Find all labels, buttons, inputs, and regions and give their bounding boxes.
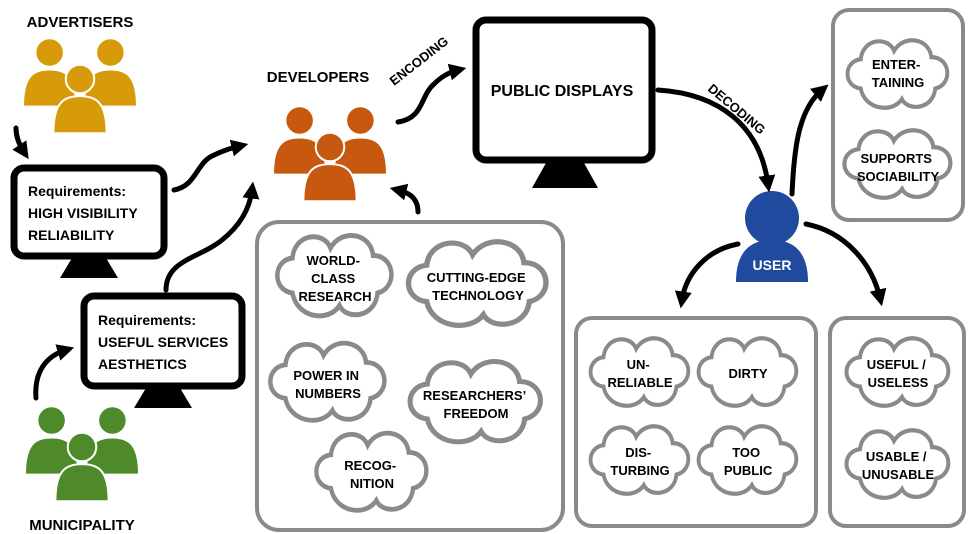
cloud-usable-unusable: USABLE / UNUSABLE [847, 430, 949, 498]
svg-text:RESEARCHERS’ FREEDOM: RESEARCHERS’ FREEDOM [423, 388, 529, 421]
advertisers-req-line: RELIABILITY [28, 227, 115, 243]
svg-text:USEFUL / USELESS: USEFUL / USELESS [867, 357, 930, 390]
municipality-req-line: USEFUL SERVICES [98, 334, 228, 350]
svg-text:UN- RELIABLE: UN- RELIABLE [608, 357, 673, 390]
cloud-useful-useless: USEFUL / USELESS [847, 338, 949, 406]
svg-text:TOO PUBLIC: TOO PUBLIC [724, 445, 773, 478]
values-to-developers-arrow [389, 183, 421, 215]
cloud-too-public: TOO PUBLIC [699, 426, 797, 494]
svg-text:USABLE / UNUSABLE: USABLE / UNUSABLE [862, 449, 935, 482]
cloud-supports-sociability: SUPPORTS SOCIABILITY [844, 130, 950, 198]
municipality-requirements-to-developers-arrow [163, 181, 260, 293]
svg-text:DIS- TURBING: DIS- TURBING [610, 445, 669, 478]
decoding-arrow [655, 87, 776, 193]
municipality-label: MUNICIPALITY [29, 517, 135, 534]
cloud-unreliable: UN- RELIABLE [591, 338, 689, 406]
user-to-positive-arrow [789, 84, 829, 197]
cloud-cutting-edge-technology: CUTTING-EDGE TECHNOLOGY [408, 242, 545, 326]
user-label: USER [753, 257, 792, 273]
developers-label: DEVELOPERS [267, 69, 370, 86]
advertisers-to-requirements-arrow [12, 125, 29, 160]
cloud-dirty: DIRTY [699, 338, 797, 406]
svg-text:RECOG- NITION: RECOG- NITION [344, 458, 400, 491]
municipality-req-line: AESTHETICS [98, 356, 187, 372]
cloud-world-class-research: WORLD- CLASS RESEARCH [277, 235, 391, 315]
cloud-researchers-freedom: RESEARCHERS’ FREEDOM [410, 361, 540, 441]
advertisers-requirements-monitor-icon: Requirements: HIGH VISIBILITY RELIABILIT… [10, 164, 168, 278]
public-displays-label: PUBLIC DISPLAYS [491, 83, 634, 100]
svg-text:ENTER- TAINING: ENTER- TAINING [872, 57, 924, 90]
municipality-to-requirements-arrow [33, 344, 75, 401]
municipality-group-icon [23, 405, 141, 503]
svg-text:WORLD- CLASS RESEA: WORLD- CLASS RESEARCH [299, 253, 372, 304]
advertisers-group-icon [21, 37, 139, 135]
svg-text:SUPPORTS SOCIABILITY: SUPPORTS SOCIABILITY [857, 151, 940, 184]
advertisers-requirements-text: Requirements: HIGH VISIBILITY RELIABILIT… [28, 183, 141, 243]
advertisers-label: ADVERTISERS [27, 14, 134, 31]
decoding-label: DECODING [705, 81, 768, 138]
cloud-entertaining: ENTER- TAINING [848, 40, 948, 108]
svg-text:DIRTY: DIRTY [729, 366, 768, 381]
cloud-disturbing: DIS- TURBING [591, 426, 689, 494]
advertisers-req-line: HIGH VISIBILITY [28, 205, 138, 221]
user-to-negative-arrow [674, 241, 741, 309]
advertisers-requirements-to-developers-arrow [171, 139, 249, 193]
advertisers-req-line: Requirements: [28, 183, 126, 199]
developers-group-icon [271, 105, 389, 203]
user-person-icon [736, 191, 808, 282]
municipality-requirements-text: Requirements: USEFUL SERVICES AESTHETICS [98, 312, 232, 372]
municipality-req-line: Requirements: [98, 312, 196, 328]
svg-text:CUTTING-EDGE TECHNOLOGY: CUTTING-EDGE TECHNOLOGY [427, 270, 530, 303]
cloud-recognition: RECOG- NITION [316, 433, 426, 510]
flow-arrows [12, 63, 887, 401]
cloud-power-in-numbers: POWER IN NUMBERS [270, 343, 384, 420]
municipality-requirements-monitor-icon: Requirements: USEFUL SERVICES AESTHETICS [80, 292, 246, 408]
public-displays-monitor-icon: PUBLIC DISPLAYS [472, 16, 656, 188]
svg-text:POWER IN NUMBERS: POWER IN NUMBERS [293, 368, 362, 401]
user-to-evaluation-arrow [803, 221, 887, 307]
encoding-arrow [395, 63, 467, 125]
